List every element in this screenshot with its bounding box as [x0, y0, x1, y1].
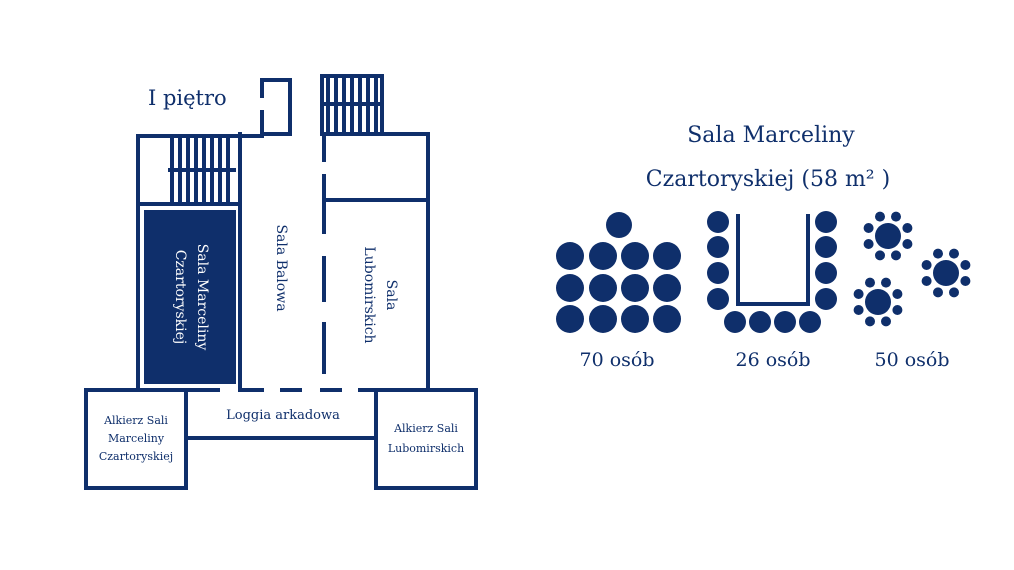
banquet-chair [863, 239, 874, 249]
banquet-table [875, 223, 901, 249]
banquet-chair [921, 276, 932, 286]
highlighted-room-sala-marceliny[interactable] [144, 210, 236, 384]
alcove-right-label-1: Alkierz Sali [393, 422, 458, 435]
banquet-table [865, 289, 891, 315]
room-label-highlighted-2: Czartoryskiej [172, 250, 188, 345]
room-label-highlighted-1: Sala Marceliny [194, 244, 210, 351]
layout-u-shape-icon [707, 211, 837, 333]
layout-theatre-icon [556, 212, 681, 333]
layout-banquet-capacity: 50 osób [874, 349, 949, 371]
banquet-table [933, 260, 959, 286]
banquet-chair [853, 289, 864, 299]
room-label-ballroom: Sala Balowa [273, 224, 289, 311]
banquet-chair [960, 260, 971, 270]
banquet-chair [891, 211, 901, 222]
banquet-chair [902, 223, 913, 233]
stairs-right [324, 78, 380, 134]
alcove-left-label-2: Marceliny [108, 432, 165, 445]
banquet-chair [933, 248, 943, 259]
banquet-chair [875, 211, 885, 222]
layout-theatre-capacity: 70 osób [579, 349, 654, 371]
banquet-chair [892, 305, 903, 315]
banquet-chair [853, 305, 864, 315]
layout-banquet-icon [853, 211, 971, 327]
banquet-chair [902, 239, 913, 249]
banquet-chair [933, 287, 943, 298]
alcove-left-label-1: Alkierz Sali [103, 414, 168, 427]
banquet-chair [921, 260, 932, 270]
banquet-chair [875, 250, 885, 261]
layout-u-shape-capacity: 26 osób [735, 349, 810, 371]
banquet-chair [865, 316, 875, 327]
room-label-lubomirski-2: Lubomirskich [361, 246, 377, 343]
banquet-chair [881, 277, 891, 288]
banquet-chair [865, 277, 875, 288]
banquet-chair [960, 276, 971, 286]
banquet-chair [891, 250, 901, 261]
info-title-line2: Czartoryskiej (58 m² ) [646, 167, 890, 192]
banquet-chair [949, 287, 959, 298]
banquet-chair [949, 248, 959, 259]
banquet-chair [892, 289, 903, 299]
alcove-left-label-3: Czartoryskiej [99, 450, 173, 463]
room-label-lubomirski-1: Sala [383, 280, 399, 311]
room-label-loggia: Loggia arkadowa [226, 408, 340, 423]
info-title-line1: Sala Marceliny [687, 123, 855, 148]
banquet-chair [863, 223, 874, 233]
stairs-left [168, 138, 236, 204]
floor-label: I piętro [148, 86, 227, 110]
banquet-chair [881, 316, 891, 327]
alcove-right-label-2: Lubomirskich [388, 442, 464, 455]
